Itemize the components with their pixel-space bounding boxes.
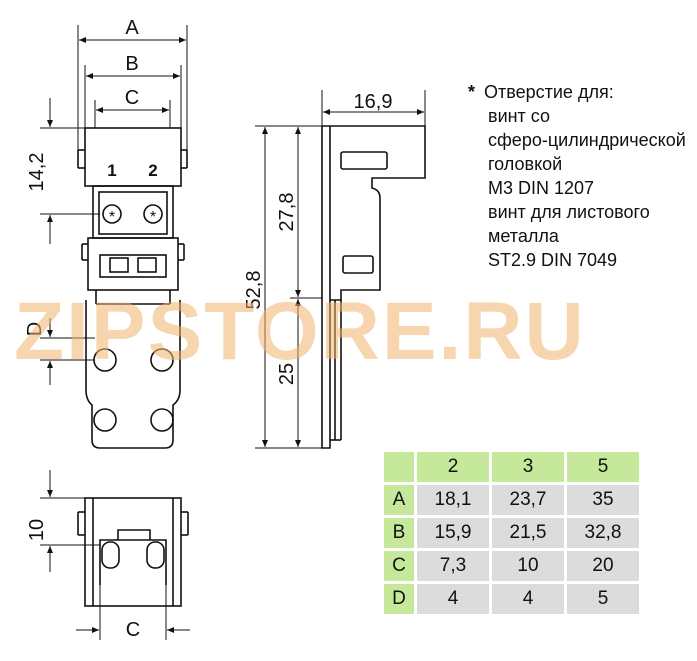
table-cell: 23,7 (492, 485, 564, 515)
note-line: винт со (488, 106, 551, 126)
dim-lower-label: 25 (276, 363, 298, 385)
table-column-header: 3 (492, 452, 564, 482)
top-view (40, 25, 188, 449)
table-cell: 32,8 (567, 518, 639, 548)
table-cell: 20 (567, 551, 639, 581)
table-cell: 18,1 (417, 485, 489, 515)
dim-total-label: 52,8 (243, 271, 265, 310)
pin-1-label: 1 (107, 161, 116, 180)
screw-note: * Отверстие для: винт со сферо-цилиндриче… (468, 80, 686, 272)
dim-a-label: A (125, 17, 139, 39)
front-view-labels: 10 C (26, 519, 140, 641)
table-row: A 18,1 23,7 35 (384, 485, 639, 515)
dim-upper-label: 27,8 (276, 193, 298, 232)
dim-width-label: 16,9 (354, 91, 393, 113)
dim-d-label: D (24, 322, 46, 336)
table-column-header: 2 (417, 452, 489, 482)
table-row-header: A (384, 485, 414, 515)
table-cell: 4 (417, 584, 489, 614)
note-line: ST2.9 DIN 7049 (488, 250, 618, 270)
pin-2-label: 2 (148, 161, 157, 180)
table-cell: 21,5 (492, 518, 564, 548)
table-corner (384, 452, 414, 482)
dim-b-label: B (125, 53, 138, 75)
table-cell: 5 (567, 584, 639, 614)
table-cell: 35 (567, 485, 639, 515)
table-row: B 15,9 21,5 32,8 (384, 518, 639, 548)
table-row-header: D (384, 584, 414, 614)
dim-front-height-label: 10 (26, 519, 48, 541)
table-column-header: 5 (567, 452, 639, 482)
dim-c-label: C (125, 87, 139, 109)
table-header-row: 2 3 5 (384, 452, 639, 482)
top-view-labels: A B C 14,2 D 1 2 * * (24, 17, 158, 336)
table-row: C 7,3 10 20 (384, 551, 639, 581)
side-view-labels: 16,9 52,8 27,8 25 (243, 91, 392, 385)
table-row-header: B (384, 518, 414, 548)
table-row-header: C (384, 551, 414, 581)
note-line: головкой (488, 154, 563, 174)
table-row: D 4 4 5 (384, 584, 639, 614)
dim-front-c-label: C (126, 619, 140, 641)
table-cell: 7,3 (417, 551, 489, 581)
screw-hole-1-star: * (109, 209, 115, 226)
note-star: * (468, 82, 476, 102)
table-cell: 4 (492, 584, 564, 614)
dim-height-label: 14,2 (26, 153, 48, 192)
note-line: металла (488, 226, 559, 246)
note-line: сферо-цилиндрической (488, 130, 686, 150)
table-cell: 15,9 (417, 518, 489, 548)
side-view (255, 90, 426, 449)
screw-hole-2-star: * (150, 209, 156, 226)
dimension-table: 2 3 5 A 18,1 23,7 35 B 15,9 21,5 32,8 C … (381, 449, 642, 617)
note-line: M3 DIN 1207 (488, 178, 595, 198)
front-view (40, 470, 190, 640)
note-line: винт для листового (488, 202, 650, 222)
note-line: Отверстие для: (484, 82, 614, 102)
table-cell: 10 (492, 551, 564, 581)
